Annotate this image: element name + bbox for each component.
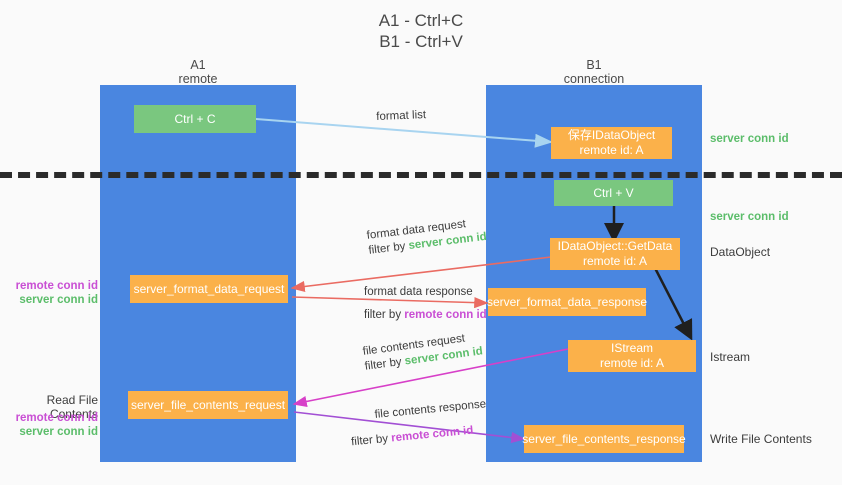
node-server-format-data-request[interactable]: server_format_data_request: [130, 275, 288, 303]
left-label-server-conn-id-2: server conn id: [19, 426, 98, 438]
page-title: A1 - Ctrl+C B1 - Ctrl+V: [0, 10, 842, 52]
edge-label-format-data-response-line1: format data response: [364, 286, 473, 298]
edge-label-format-data-request-filter-prefix: filter by: [367, 240, 410, 257]
node-ctrl-v-label: Ctrl + V: [593, 185, 634, 200]
edge-label-format-data-response-filter-prefix: filter by: [364, 309, 405, 321]
node-ctrl-v[interactable]: Ctrl + V: [554, 180, 673, 206]
node-idataobject-getdata-label: IDataObject::GetData: [557, 239, 673, 253]
edge-label-file-contents-response-line1: file contents response: [374, 398, 487, 421]
edge-label-file-contents-request: file contents request filter by server c…: [362, 329, 484, 374]
title-line-1: A1 - Ctrl+C: [378, 11, 464, 30]
right-label-write-file-contents: Write File Contents: [710, 432, 812, 446]
right-label-istream: Istream: [710, 350, 751, 364]
node-server-format-data-response[interactable]: server_format_data_response: [486, 288, 648, 316]
node-server-file-contents-request-label: server_file_contents_request: [130, 397, 286, 412]
phase-separator-dashed-line: [0, 172, 842, 178]
edge-label-format-list: format list: [376, 109, 427, 123]
edge-label-format-data-response: format data response filter by remote co…: [364, 285, 487, 323]
node-ctrl-c-label: Ctrl + C: [174, 111, 216, 126]
node-server-file-contents-response[interactable]: server_file_contents_response: [522, 425, 686, 453]
node-save-idataobject-remote-id: remote id: A: [579, 143, 644, 157]
node-istream[interactable]: IStream remote id: A: [568, 340, 696, 372]
column-header-b1: B1 connection: [486, 58, 702, 86]
title-line-2: B1 - Ctrl+V: [379, 32, 463, 51]
node-server-file-contents-response-label: server_file_contents_response: [522, 431, 686, 446]
node-server-format-data-request-label: server_format_data_request: [133, 281, 285, 296]
node-ctrl-c[interactable]: Ctrl + C: [134, 105, 256, 133]
node-istream-remote-id: remote id: A: [599, 356, 665, 370]
node-save-idataobject[interactable]: 保存IDataObject remote id: A: [551, 127, 672, 159]
left-label-remote-conn-id-2: remote conn id: [15, 412, 98, 424]
column-b1-role: connection: [563, 72, 625, 86]
right-label-server-conn-id-top: server conn id: [710, 133, 789, 145]
edge-label-file-contents-response-filter-key: remote conn id: [390, 424, 474, 445]
edge-label-file-contents-response-filter-prefix: filter by: [350, 432, 392, 449]
column-header-a1: A1 remote: [100, 58, 296, 86]
node-istream-label: IStream: [610, 341, 653, 355]
node-idataobject-getdata[interactable]: IDataObject::GetData remote id: A: [550, 238, 680, 270]
edge-label-format-data-response-filter-key: remote conn id: [404, 309, 487, 321]
node-server-format-data-response-label: server_format_data_response: [486, 294, 648, 309]
edge-label-format-data-request: format data request filter by server con…: [366, 215, 488, 259]
left-label-server-conn-id-1: server conn id: [19, 294, 98, 306]
left-label-remote-conn-id-1: remote conn id: [15, 280, 98, 292]
column-b1-name: B1: [586, 58, 602, 72]
right-label-server-conn-id-mid: server conn id: [710, 211, 789, 223]
edge-label-file-contents-response: file contents response filter by remote …: [351, 397, 489, 448]
left-label-read-file-contents: Read File Contents: [46, 393, 98, 421]
left-label-conn-ids-file: remote conn id server conn id: [10, 411, 98, 439]
left-label-conn-ids-format: remote conn id server conn id: [10, 279, 98, 307]
edge-label-file-contents-request-filter-prefix: filter by: [364, 355, 406, 373]
node-save-idataobject-label: 保存IDataObject: [567, 128, 656, 142]
node-idataobject-getdata-remote-id: remote id: A: [582, 254, 648, 268]
column-a1-name: A1: [190, 58, 206, 72]
column-a1-role: remote: [178, 72, 218, 86]
node-server-file-contents-request[interactable]: server_file_contents_request: [128, 391, 288, 419]
right-label-dataobject: DataObject: [710, 245, 771, 259]
